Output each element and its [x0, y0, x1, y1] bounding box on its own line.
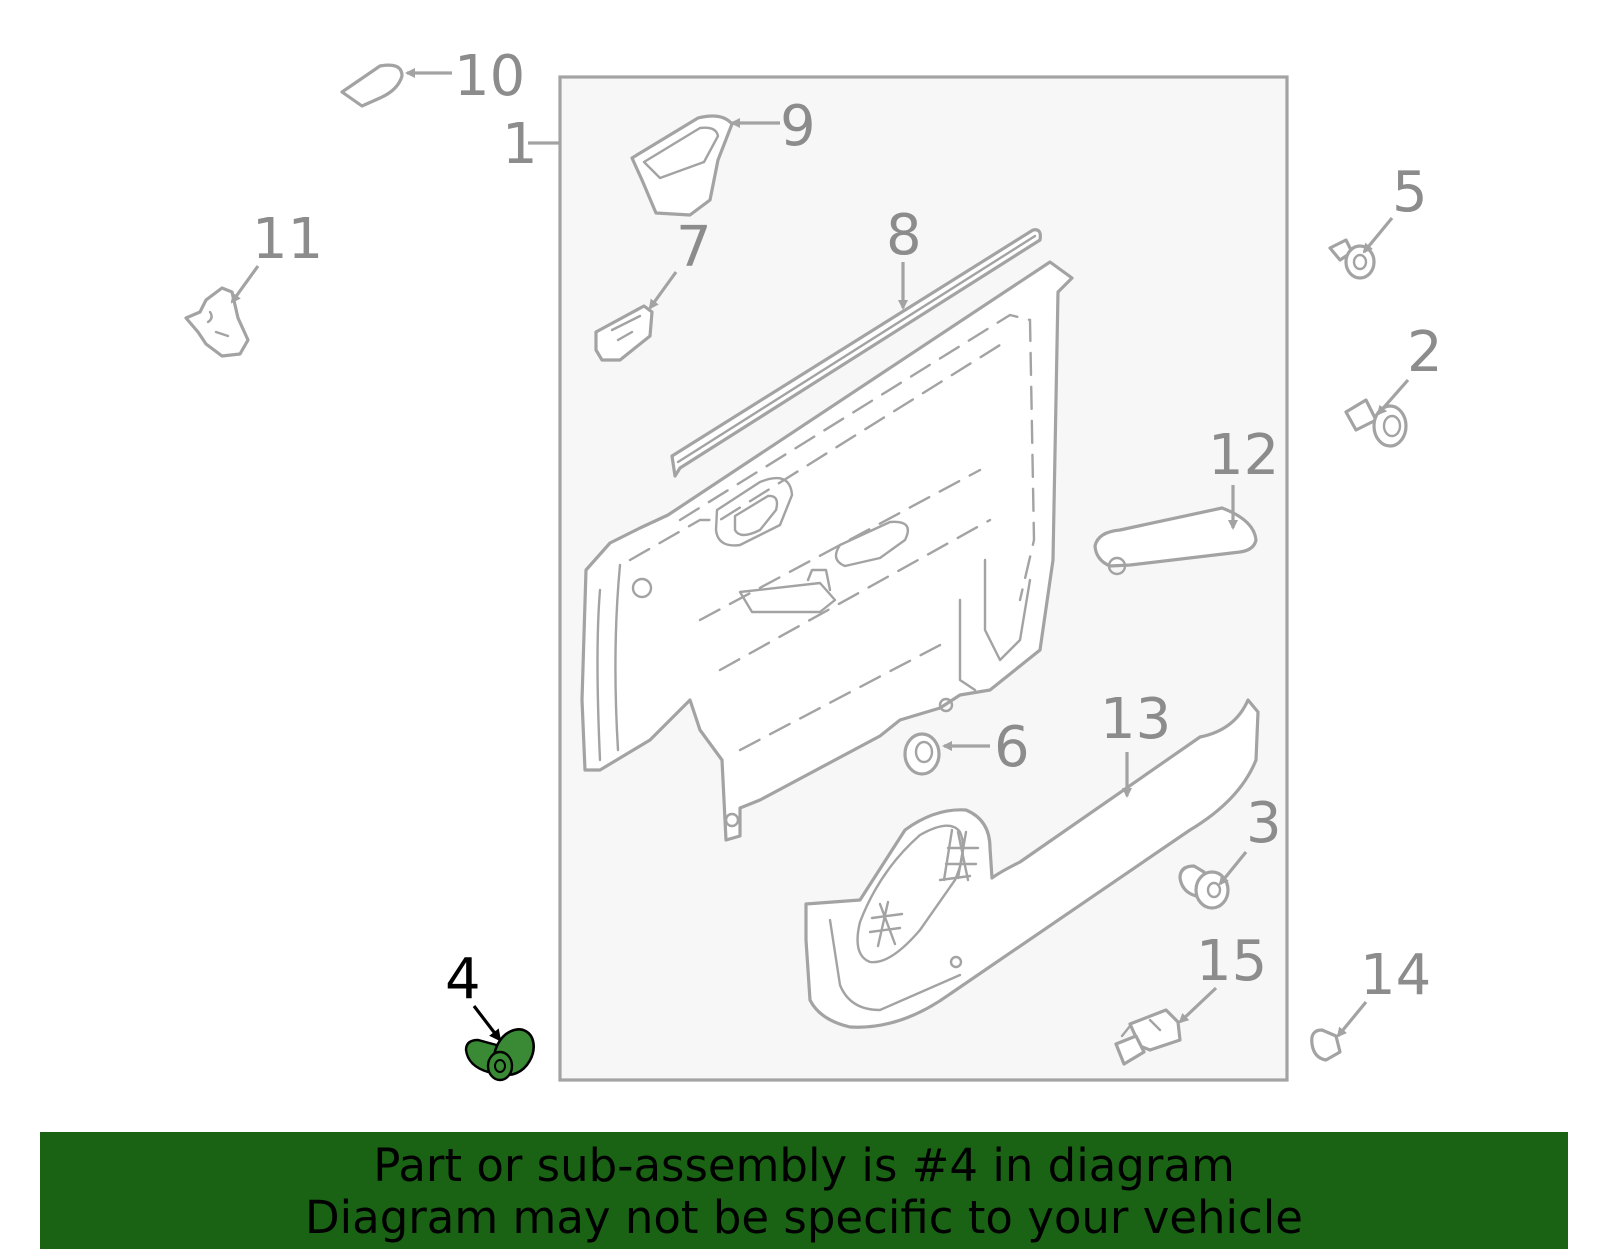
- belt-weatherstrip: [670, 228, 1042, 478]
- clip-5: [1328, 238, 1376, 280]
- callout-13: 13: [1100, 687, 1171, 752]
- banner-line-1: Part or sub-assembly is #4 in diagram: [373, 1139, 1235, 1192]
- door-trim-panel: [580, 260, 1074, 842]
- clip-2: [1344, 398, 1408, 448]
- callout-7: 7: [676, 215, 712, 280]
- callout-8: 8: [886, 203, 922, 268]
- clip-6: [903, 732, 941, 776]
- callout-3: 3: [1246, 791, 1282, 856]
- callout-14: 14: [1360, 943, 1431, 1008]
- callout-12: 12: [1208, 423, 1279, 488]
- callout-4: 4: [445, 947, 481, 1012]
- callout-11: 11: [252, 207, 323, 272]
- callout-15: 15: [1196, 929, 1267, 994]
- callout-10: 10: [454, 44, 525, 109]
- fastener-4-highlighted: [464, 1028, 535, 1082]
- callout-1: 1: [502, 112, 538, 177]
- window-switch: [594, 304, 654, 362]
- bracket-11: [184, 286, 250, 358]
- info-banner: Part or sub-assembly is #4 in diagram Di…: [40, 1132, 1568, 1249]
- lower-trim-panel: [804, 698, 1260, 1029]
- handle-bezel: [630, 114, 734, 217]
- armrest-cover: [1093, 506, 1258, 576]
- cap-10: [340, 63, 404, 108]
- callout-9: 9: [780, 94, 816, 159]
- banner-line-2: Diagram may not be specific to your vehi…: [305, 1191, 1303, 1244]
- callout-6: 6: [994, 715, 1030, 780]
- callout-5: 5: [1392, 160, 1428, 225]
- clip-14: [1310, 1028, 1342, 1062]
- callout-2: 2: [1407, 320, 1443, 385]
- clip-15: [1114, 1008, 1182, 1066]
